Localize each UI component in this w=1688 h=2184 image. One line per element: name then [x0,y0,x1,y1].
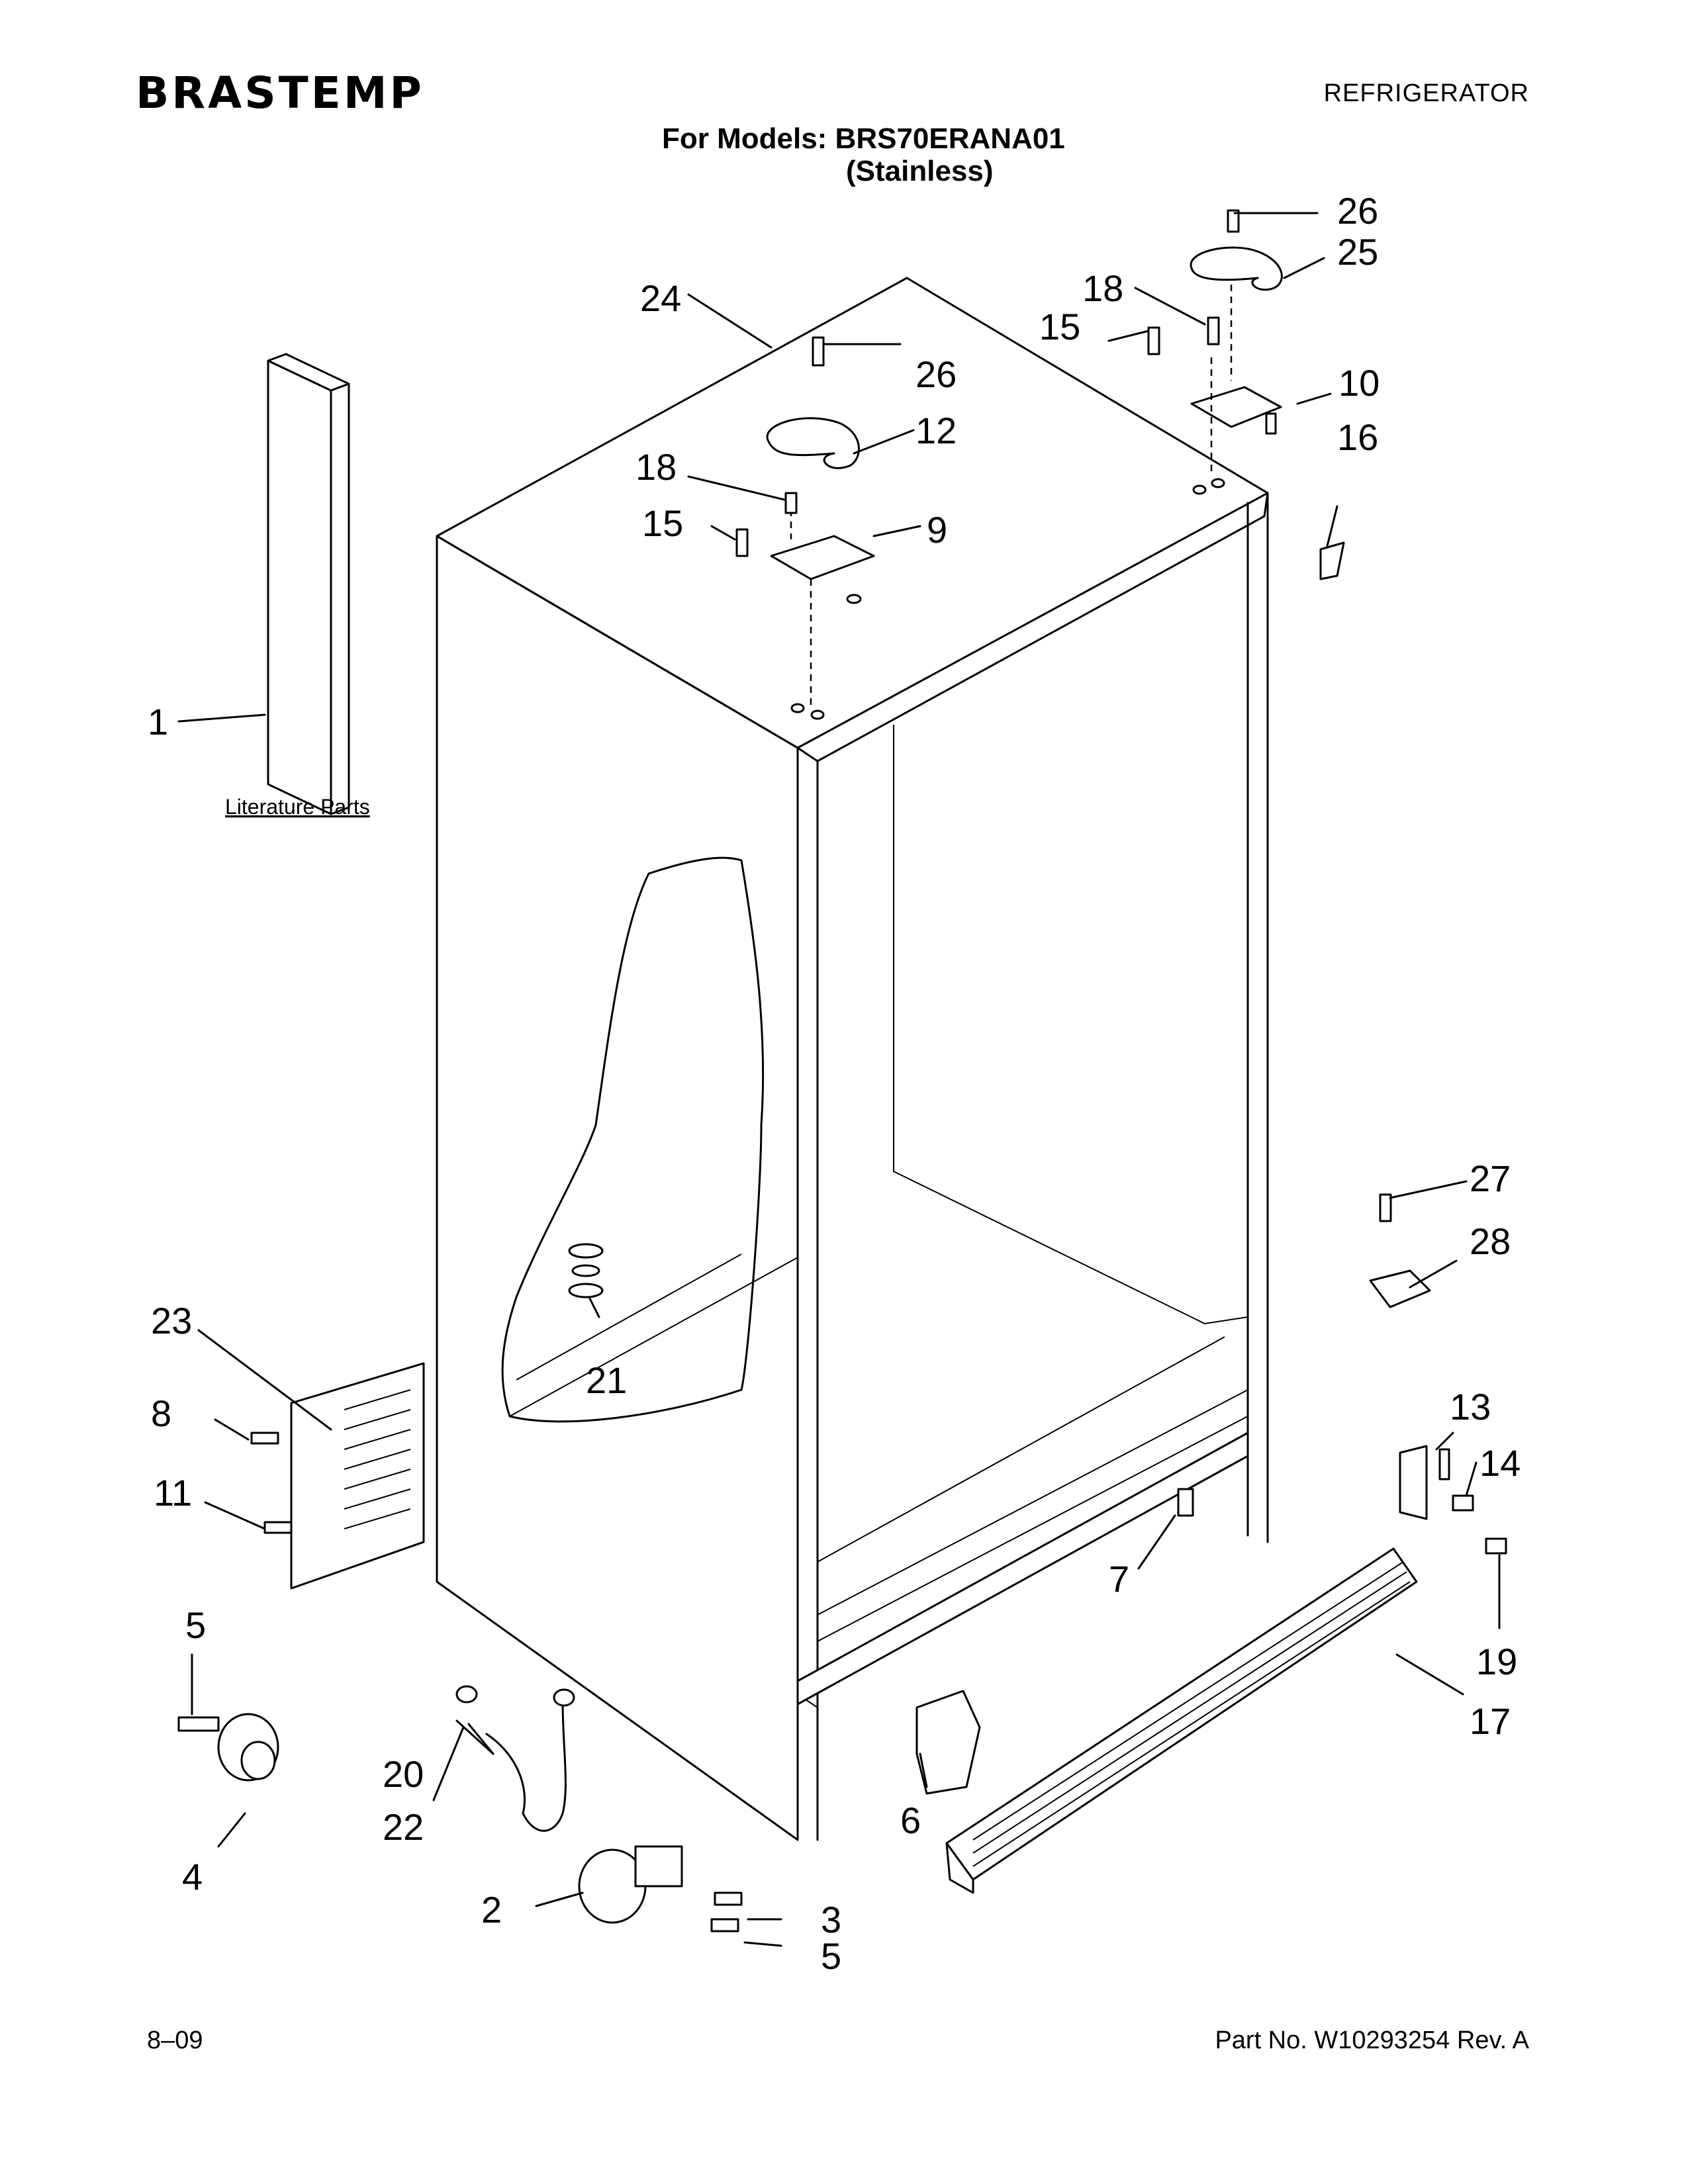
leveling-bracket [915,1690,981,1795]
callout-18a: 18 [635,446,677,488]
callout-24: 24 [640,277,681,319]
revision-date: 8–09 [147,2026,203,2054]
callout-22: 22 [383,1806,424,1848]
callout-4: 4 [182,1856,203,1897]
callout-6: 6 [900,1799,921,1841]
callout-3: 3 [821,1899,841,1940]
callout-8: 8 [151,1392,171,1434]
callout-27: 27 [1470,1158,1511,1199]
callout-14: 14 [1479,1442,1521,1484]
callout-20: 20 [383,1753,424,1795]
drain-fitting [568,1243,604,1298]
hinge-left [735,336,875,720]
callout-11: 11 [154,1472,192,1514]
callout-28: 28 [1470,1220,1511,1262]
document-category: REFRIGERATOR [1323,79,1529,107]
callout-15b: 15 [1039,306,1080,347]
callout-5a: 5 [185,1604,206,1646]
brand-logo: BRASTEMP [136,68,424,118]
bracket-13 [1399,1445,1507,1555]
leader-lines [177,212,1501,1947]
callout-26b: 26 [1337,190,1378,232]
callout-17: 17 [1470,1700,1511,1742]
callout-18b: 18 [1082,267,1123,309]
literature-booklet [267,353,350,815]
toe-grille-mount [1177,1488,1194,1517]
hinge-right [1147,209,1345,580]
clip-28 [1369,1193,1431,1308]
callout-9: 9 [927,509,947,551]
water-tube [455,1685,575,1832]
part-number: Part No. W10293254 Rev. A [1215,2026,1529,2054]
rear-access-panel [250,1362,425,1590]
callout-21: 21 [586,1359,627,1401]
model-variant: (Stainless) [846,155,994,187]
callout-19: 19 [1476,1641,1517,1682]
rear-roller [578,1845,743,1933]
callout-16: 16 [1337,416,1378,458]
callout-2: 2 [481,1889,502,1931]
callout-12: 12 [915,410,957,451]
callout-15a: 15 [642,502,683,544]
models-line: For Models: BRS70ERANA01 [662,122,1065,155]
callout-23: 23 [151,1300,192,1342]
callout-26a: 26 [915,353,957,395]
callout-10: 10 [1338,362,1380,404]
callout-25: 25 [1337,231,1378,273]
cabinet [436,277,1269,1841]
callout-1: 1 [148,701,168,743]
callout-5b: 5 [821,1935,841,1977]
toe-grille [945,1547,1418,1894]
front-roller-right [177,1713,279,1782]
literature-parts-label: Literature Parts [225,795,370,819]
panel-vents [344,1389,411,1529]
callout-13: 13 [1450,1386,1491,1428]
callout-7: 7 [1109,1558,1129,1600]
